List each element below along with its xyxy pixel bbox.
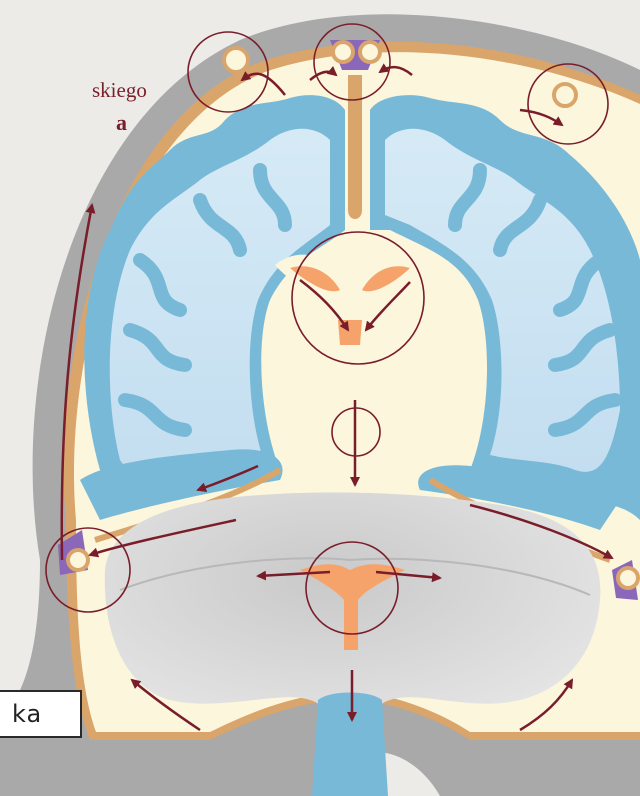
arachnoid-granulation-top-right xyxy=(554,84,576,106)
arachnoid-granulation-right xyxy=(618,568,638,588)
arachnoid-granulation-top-mid-left xyxy=(333,42,353,62)
longitudinal-fissure xyxy=(348,75,362,219)
spinal-canal xyxy=(312,693,388,796)
arachnoid-granulation-left xyxy=(68,550,88,570)
caption-fragment-2: a xyxy=(116,112,127,134)
caption-fragment-1: skiego xyxy=(92,80,147,101)
arachnoid-granulation-top-mid-right xyxy=(360,42,380,62)
label-box: ka xyxy=(0,690,82,738)
label-fragment: ka xyxy=(12,700,42,728)
arachnoid-granulation-top-left xyxy=(224,48,248,72)
